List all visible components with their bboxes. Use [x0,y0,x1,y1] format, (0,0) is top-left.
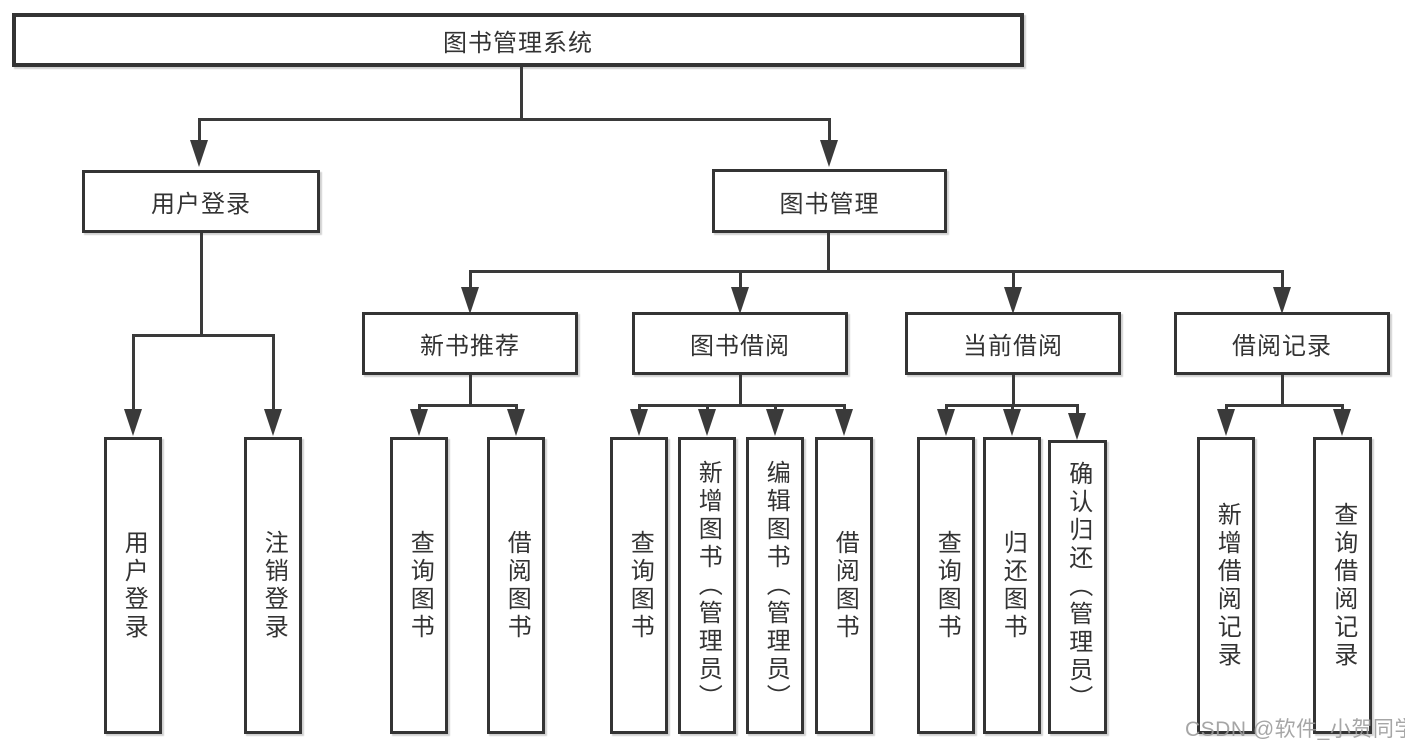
node-book-management: 图书管理 [712,169,947,233]
connector-records-bar [1225,404,1344,407]
connector-userlogin-stem [200,233,203,337]
connector-userlogin-drop-1 [132,334,135,412]
arrow-down-icon [698,409,716,436]
connector-current-drop-1 [945,404,948,412]
arrow-down-icon [835,409,853,436]
arrow-down-icon [820,140,838,167]
node-current-borrowing: 当前借阅 [905,312,1121,375]
connector-bookmgmt-drop-1 [469,270,472,290]
node-new-book-recommendation-label: 新书推荐 [420,333,520,360]
leaf-logout: 注销登录 [244,437,302,734]
arrow-down-icon [124,409,142,436]
leaf-borrowing-query-books: 查询图书 [610,437,668,734]
arrow-down-icon [1068,413,1086,440]
node-borrowing-records: 借阅记录 [1174,312,1390,375]
leaf-borrowing-borrow-books-label: 借阅图书 [831,529,859,642]
node-library-system: 图书管理系统 [12,13,1024,67]
connector-root-bar [198,118,831,121]
leaf-borrowing-edit-books-admin: 编辑图书（管理员） [746,437,804,734]
connector-current-stem [1012,375,1015,407]
arrow-down-icon [1333,409,1351,436]
arrow-down-icon [731,287,749,314]
leaf-current-confirm-return-admin: 确认归还（管理员） [1048,440,1107,734]
node-current-borrowing-label: 当前借阅 [963,333,1063,360]
arrow-down-icon [766,409,784,436]
arrow-down-icon [630,409,648,436]
arrow-down-icon [1273,287,1291,314]
leaf-current-confirm-return-admin-label: 确认归还（管理员） [1064,461,1092,713]
leaf-current-query-books: 查询图书 [917,437,975,734]
leaf-logout-label: 注销登录 [260,529,288,642]
connector-borrowing-drop-1 [638,404,641,412]
connector-userlogin-drop-2 [272,334,275,412]
arrow-down-icon [264,409,282,436]
connector-bookmgmt-drop-3 [1012,270,1015,290]
leaf-user-login-label: 用户登录 [120,529,148,642]
node-user-login-label: 用户登录 [151,191,251,218]
node-library-system-label: 图书管理系统 [443,29,593,57]
connector-records-stem [1281,375,1284,407]
leaf-current-return-books-label: 归还图书 [999,529,1027,642]
leaf-recommend-query-books: 查询图书 [390,437,448,734]
connector-records-drop-1 [1225,404,1228,412]
leaf-records-query-record: 查询借阅记录 [1313,437,1372,734]
connector-recommend-drop-2 [515,404,518,412]
connector-bookmgmt-drop-4 [1281,270,1284,290]
leaf-records-query-record-label: 查询借阅记录 [1329,501,1357,670]
connector-borrowing-stem [739,375,742,407]
arrow-down-icon [1003,409,1021,436]
connector-current-drop-2 [1011,404,1014,412]
leaf-current-return-books: 归还图书 [983,437,1041,734]
csdn-watermark: CSDN @软件_小贺同学 [1185,718,1405,741]
connector-bookmgmt-bar [469,270,1284,273]
connector-root-drop-right [828,118,831,142]
node-borrowing-records-label: 借阅记录 [1232,333,1332,360]
arrow-down-icon [1217,409,1235,436]
connector-userlogin-bar [132,334,275,337]
leaf-current-query-books-label: 查询图书 [933,529,961,642]
connector-borrowing-bar [638,404,846,407]
leaf-recommend-borrow-books-label: 借阅图书 [503,529,531,642]
connector-records-drop-2 [1341,404,1344,412]
connector-root-stem [520,67,523,121]
node-book-borrowing-label: 图书借阅 [690,333,790,360]
leaf-records-add-record-label: 新增借阅记录 [1213,501,1241,670]
arrow-down-icon [461,287,479,314]
connector-bookmgmt-stem [827,233,830,273]
leaf-recommend-query-books-label: 查询图书 [406,529,434,642]
connector-borrowing-drop-4 [843,404,846,412]
leaf-user-login: 用户登录 [104,437,162,734]
node-new-book-recommendation: 新书推荐 [362,312,578,375]
leaf-borrowing-add-books-admin: 新增图书（管理员） [678,437,736,734]
leaf-borrowing-edit-books-admin-label: 编辑图书（管理员） [762,459,790,712]
arrow-down-icon [1004,287,1022,314]
node-book-borrowing: 图书借阅 [632,312,848,375]
leaf-recommend-borrow-books: 借阅图书 [487,437,545,734]
connector-borrowing-drop-3 [774,404,777,412]
leaf-records-add-record: 新增借阅记录 [1197,437,1255,734]
connector-borrowing-drop-2 [706,404,709,412]
node-book-management-label: 图书管理 [779,190,880,218]
leaf-borrowing-query-books-label: 查询图书 [626,529,654,642]
connector-recommend-stem [469,375,472,407]
arrow-down-icon [190,140,208,167]
arrow-down-icon [937,409,955,436]
leaf-borrowing-add-books-admin-label: 新增图书（管理员） [694,459,722,712]
arrow-down-icon [507,409,525,436]
connector-root-drop-left [198,118,201,142]
arrow-down-icon [410,409,428,436]
connector-recommend-drop-1 [418,404,421,412]
connector-recommend-bar [418,404,518,407]
leaf-borrowing-borrow-books: 借阅图书 [815,437,873,734]
connector-bookmgmt-drop-2 [739,270,742,290]
connector-current-drop-3 [1076,404,1079,416]
node-user-login: 用户登录 [82,170,320,233]
